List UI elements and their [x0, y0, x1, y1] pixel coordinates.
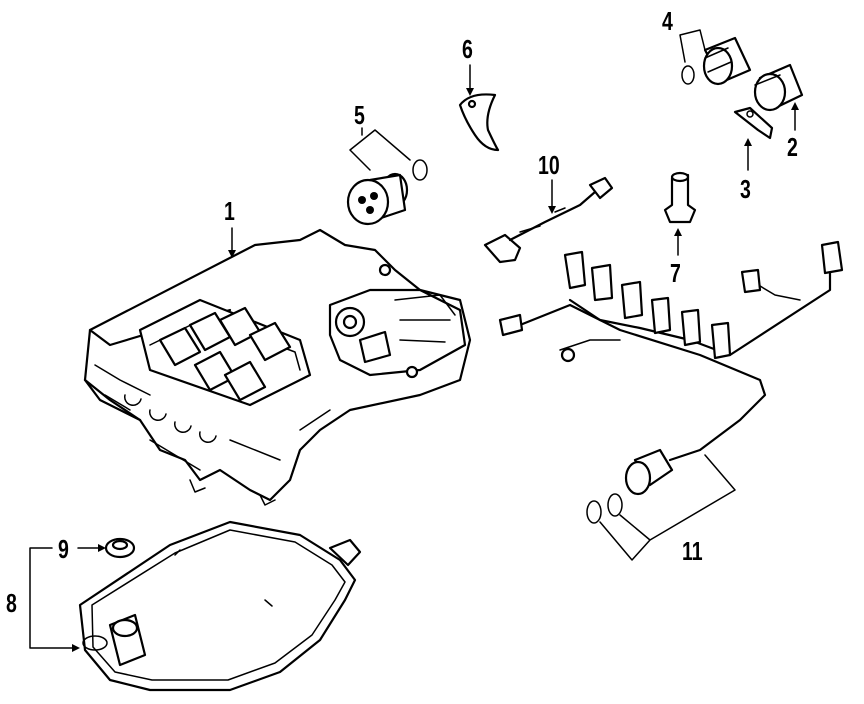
arrow-7 — [674, 228, 682, 236]
solenoid-4[interactable] — [681, 36, 752, 86]
callout-5: 5 — [354, 100, 365, 130]
callout-11: 11 — [682, 536, 703, 566]
arrow-9 — [98, 544, 106, 552]
callout-4-leader — [679, 29, 706, 63]
callout-8-leader — [29, 547, 76, 649]
arrow-6 — [466, 88, 474, 96]
callout-6: 6 — [462, 34, 473, 64]
solenoid-5[interactable] — [346, 159, 428, 226]
callout-8: 8 — [6, 588, 17, 618]
sensor-7[interactable] — [663, 171, 697, 224]
solenoid-2[interactable] — [753, 63, 804, 112]
callout-1: 1 — [224, 196, 235, 226]
arrow-8 — [72, 644, 80, 652]
callout-3: 3 — [740, 174, 751, 204]
seal-9[interactable] — [104, 537, 136, 559]
callout-9: 9 — [58, 534, 69, 564]
callout-4: 4 — [662, 6, 673, 36]
retainer-6[interactable] — [458, 93, 500, 152]
arrow-1 — [228, 250, 236, 258]
callout-2: 2 — [787, 132, 798, 162]
arrow-2 — [791, 102, 799, 110]
callout-10: 10 — [538, 150, 560, 180]
harness-11[interactable] — [498, 240, 844, 524]
clip-3[interactable] — [733, 106, 774, 140]
filter-8[interactable] — [78, 520, 362, 692]
callout-7: 7 — [670, 258, 681, 288]
arrow-10 — [548, 206, 556, 214]
arrow-3 — [744, 138, 752, 146]
callout-11-leader — [599, 454, 736, 561]
valve-body[interactable] — [83, 228, 472, 506]
callout-5-leader — [349, 127, 411, 171]
sensor-10[interactable] — [483, 176, 614, 264]
